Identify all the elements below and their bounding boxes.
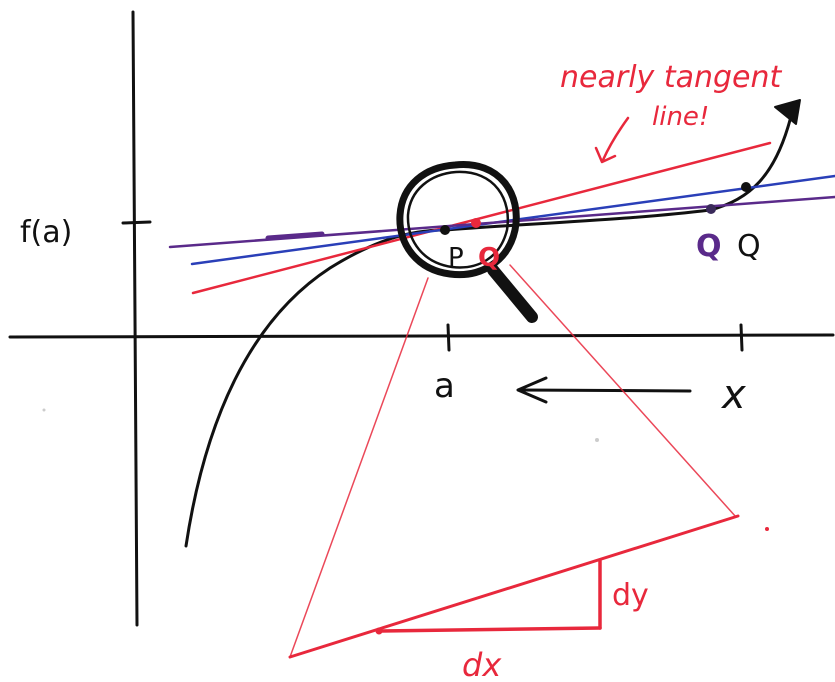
a-label: a [434, 366, 455, 406]
point-q-black [741, 182, 751, 192]
point-q-purple-label: Q [696, 229, 722, 264]
annotation-line-2: line! [652, 102, 709, 132]
magnified-point-p [375, 627, 383, 635]
point-q-red [471, 218, 481, 228]
point-q-black-label: Q [737, 229, 761, 264]
annotation-arrow [601, 116, 630, 162]
zoom-line-left [289, 277, 429, 658]
x-axis [8, 333, 835, 339]
x-label: x [720, 372, 746, 418]
paper-speck [595, 438, 599, 442]
red-secant-line-long [191, 141, 772, 295]
zoom-line-right [509, 264, 737, 518]
dx-label: dx [462, 646, 502, 682]
limit-arrow [518, 388, 692, 393]
f-of-a-label: f(a) [20, 215, 72, 250]
point-p [440, 225, 450, 235]
magnifier-glass-ring [396, 161, 520, 279]
magnifier-glass-ring-inner [406, 170, 510, 269]
a-tick [446, 323, 451, 352]
dx-segment [376, 626, 602, 633]
annotation-arrowhead [594, 146, 617, 164]
purple-line-smudge [265, 231, 325, 241]
ink-dot [765, 527, 769, 531]
x-tick [739, 323, 744, 352]
magnified-tangent-line [288, 514, 740, 659]
f-of-a-tick [121, 220, 152, 225]
dy-label: dy [612, 578, 649, 613]
magnifier-handle [487, 264, 538, 323]
curve-arrowhead [774, 99, 801, 125]
point-p-label: P [448, 243, 464, 273]
annotation-line-1: nearly tangent [560, 60, 782, 95]
function-curve [184, 118, 792, 548]
y-axis [131, 10, 139, 627]
point-q-red-label: Q [478, 243, 500, 273]
paper-speck [42, 408, 46, 412]
point-q-purple [706, 204, 716, 214]
limit-arrowhead [516, 376, 548, 404]
